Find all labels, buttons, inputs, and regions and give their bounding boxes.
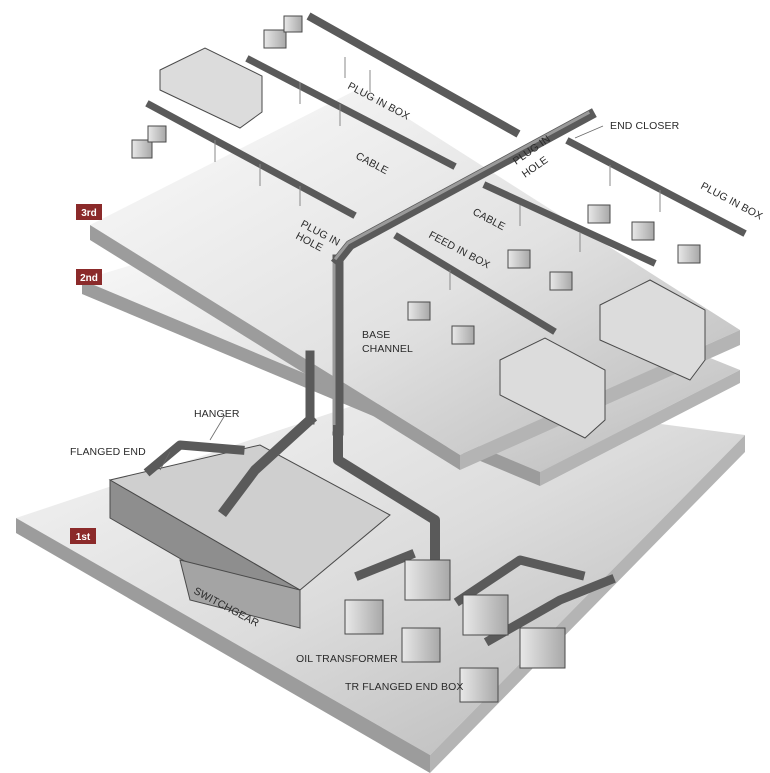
floor-tag-1st: 1st	[70, 528, 96, 544]
label-flanged-end: FLANGED END	[70, 446, 146, 458]
svg-text:2nd: 2nd	[80, 273, 98, 284]
switchgear-block	[108, 444, 391, 629]
third-floor-busways	[145, 12, 747, 335]
svg-text:1st: 1st	[76, 532, 91, 543]
plug-in-boxes	[131, 15, 701, 345]
label-hanger: HANGER	[194, 408, 240, 420]
label-base-channel-2: CHANNEL	[362, 343, 413, 355]
label-base-channel-1: BASE	[362, 329, 390, 341]
leader-lines	[159, 125, 604, 471]
floor-tag-2nd: 2nd	[76, 269, 102, 285]
label-tr-flanged-end-box: TR FLANGED END BOX	[345, 681, 463, 693]
transformers	[344, 559, 566, 703]
label-end-closer: END CLOSER	[610, 120, 680, 132]
label-oil-transformer: OIL TRANSFORMER	[296, 653, 398, 665]
first-floor-busways	[143, 412, 616, 647]
distribution-panels	[159, 47, 706, 439]
floor-tag-3rd: 3rd	[76, 204, 102, 220]
busway-riser	[305, 108, 597, 436]
svg-text:3rd: 3rd	[81, 208, 97, 219]
